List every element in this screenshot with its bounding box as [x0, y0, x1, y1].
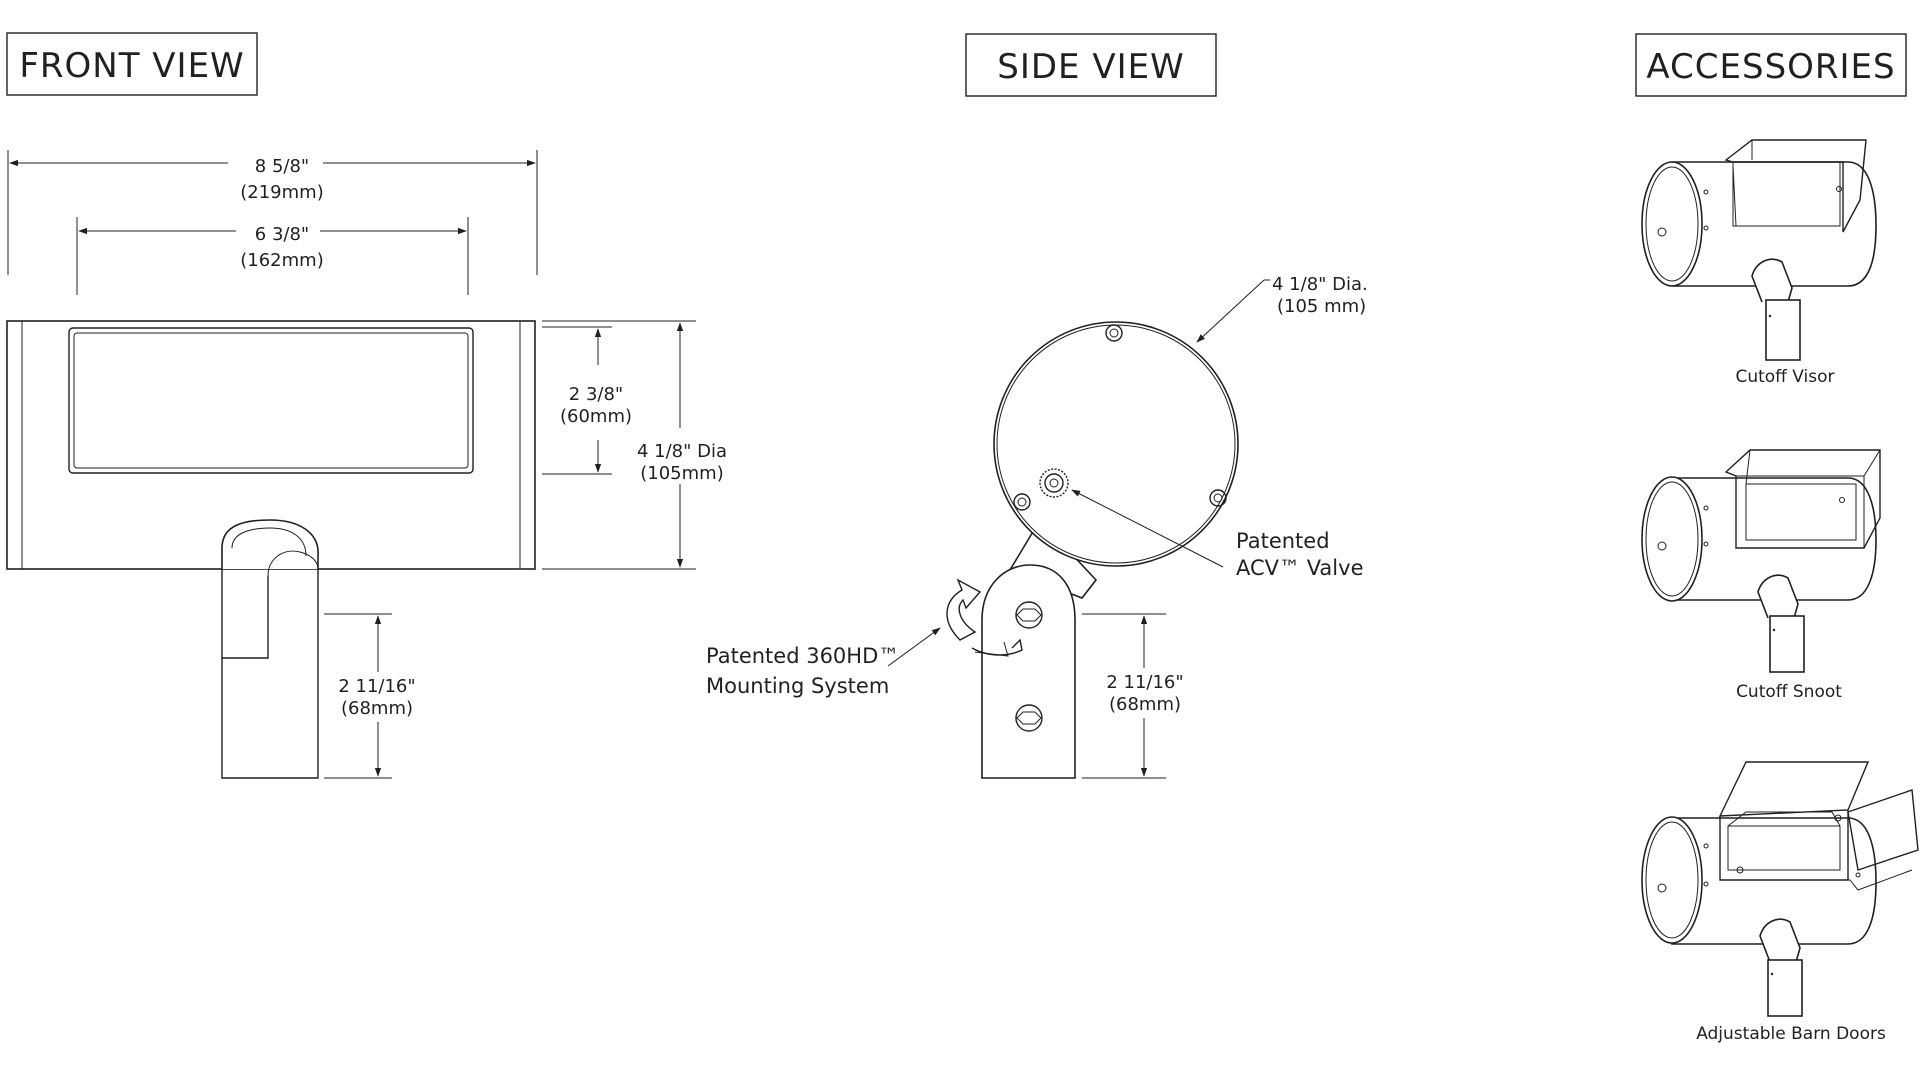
- mount-note-line2: Mounting System: [706, 674, 889, 698]
- lens-height-label: 2 3/8": [569, 384, 623, 405]
- body-dia-label: 4 1/8" Dia: [637, 441, 727, 462]
- lens-height-mm-label: (60mm): [560, 406, 632, 427]
- accessories-title: ACCESSORIES: [1646, 47, 1895, 87]
- accessory-cutoff-visor: Cutoff Visor: [1641, 139, 1877, 387]
- mount-bolt-lower: [1015, 704, 1043, 732]
- body-dia-mm-label: (105mm): [640, 463, 723, 484]
- side-mount-height-label: 2 11/16": [1106, 672, 1183, 693]
- valve-note-line2: ACV™ Valve: [1236, 556, 1364, 580]
- valve-note-line1: Patented: [1236, 529, 1330, 553]
- mount-knuckle: [981, 564, 1076, 779]
- overall-width-label: 8 5/8": [255, 156, 309, 177]
- front-mount-height-mm-label: (68mm): [341, 698, 413, 719]
- accessories-header: ACCESSORIES: [1635, 33, 1907, 97]
- accessory-cutoff-snoot: Cutoff Snoot: [1641, 449, 1881, 702]
- accessory-barn-doors: Adjustable Barn Doors: [1641, 761, 1919, 1044]
- overall-width-mm-label: (219mm): [240, 182, 323, 203]
- side-dia-label: 4 1/8" Dia.: [1272, 274, 1368, 295]
- mount-bolt-upper: [1015, 601, 1043, 629]
- front-mount-height-label: 2 11/16": [338, 676, 415, 697]
- accessory-label-visor: Cutoff Visor: [1735, 367, 1834, 387]
- front-view-header: FRONT VIEW: [6, 32, 258, 96]
- accessory-label-barn-doors: Adjustable Barn Doors: [1696, 1024, 1886, 1044]
- lens-width-label: 6 3/8": [255, 224, 309, 245]
- front-view-drawing: 8 5/8" (219mm) 6 3/8" (162mm) 2 3/8" (60…: [6, 150, 727, 779]
- mount-note-line1: Patented 360HD™: [706, 644, 899, 668]
- side-mount-height-mm-label: (68mm): [1109, 694, 1181, 715]
- side-view-drawing: 4 1/8" Dia. (105 mm) Patented ACV™ Valve…: [706, 274, 1368, 779]
- rotation-arrow-icon: [946, 578, 1023, 657]
- fixture-housing-circle: [993, 321, 1239, 567]
- acv-valve-icon: [1039, 468, 1069, 498]
- accessory-label-snoot: Cutoff Snoot: [1736, 682, 1842, 702]
- side-view-title: SIDE VIEW: [997, 47, 1184, 87]
- lens-window: [68, 327, 474, 474]
- side-dia-mm-label: (105 mm): [1277, 296, 1366, 317]
- lens-width-mm-label: (162mm): [240, 250, 323, 271]
- front-view-title: FRONT VIEW: [19, 46, 244, 86]
- side-view-header: SIDE VIEW: [965, 33, 1217, 97]
